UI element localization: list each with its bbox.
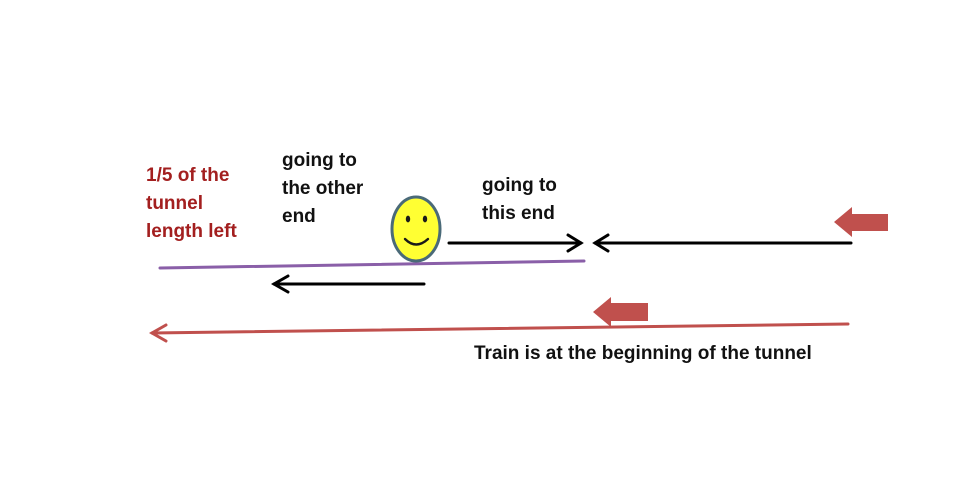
train-status-label: Train is at the beginning of the tunnel xyxy=(474,340,812,368)
going-other-line-3: end xyxy=(282,206,316,227)
arrow-left-train-approach xyxy=(592,233,853,253)
going-this-line-2: this end xyxy=(482,203,555,224)
train-track-arrow xyxy=(148,322,850,343)
tunnel-left-line-3: length left xyxy=(146,221,237,242)
going-other-line-1: going to xyxy=(282,150,357,171)
tunnel-line xyxy=(158,259,586,270)
train-status-text: Train is at the beginning of the tunnel xyxy=(474,343,812,364)
tunnel-left-line-1: 1/5 of the xyxy=(146,165,230,186)
block-arrow-left-icon xyxy=(593,297,648,327)
arrow-left-person xyxy=(270,274,426,294)
going-this-line-1: going to xyxy=(482,175,557,196)
going-other-end-label: going to the other end xyxy=(282,147,363,231)
tunnel-left-label: 1/5 of the tunnel length left xyxy=(146,162,237,246)
arrow-right-person xyxy=(447,233,584,253)
going-this-end-label: going to this end xyxy=(482,172,557,228)
tunnel-left-line-2: tunnel xyxy=(146,193,203,214)
going-other-line-2: the other xyxy=(282,178,364,199)
block-arrow-left-icon xyxy=(834,207,888,237)
smiley-face-icon xyxy=(390,195,442,263)
